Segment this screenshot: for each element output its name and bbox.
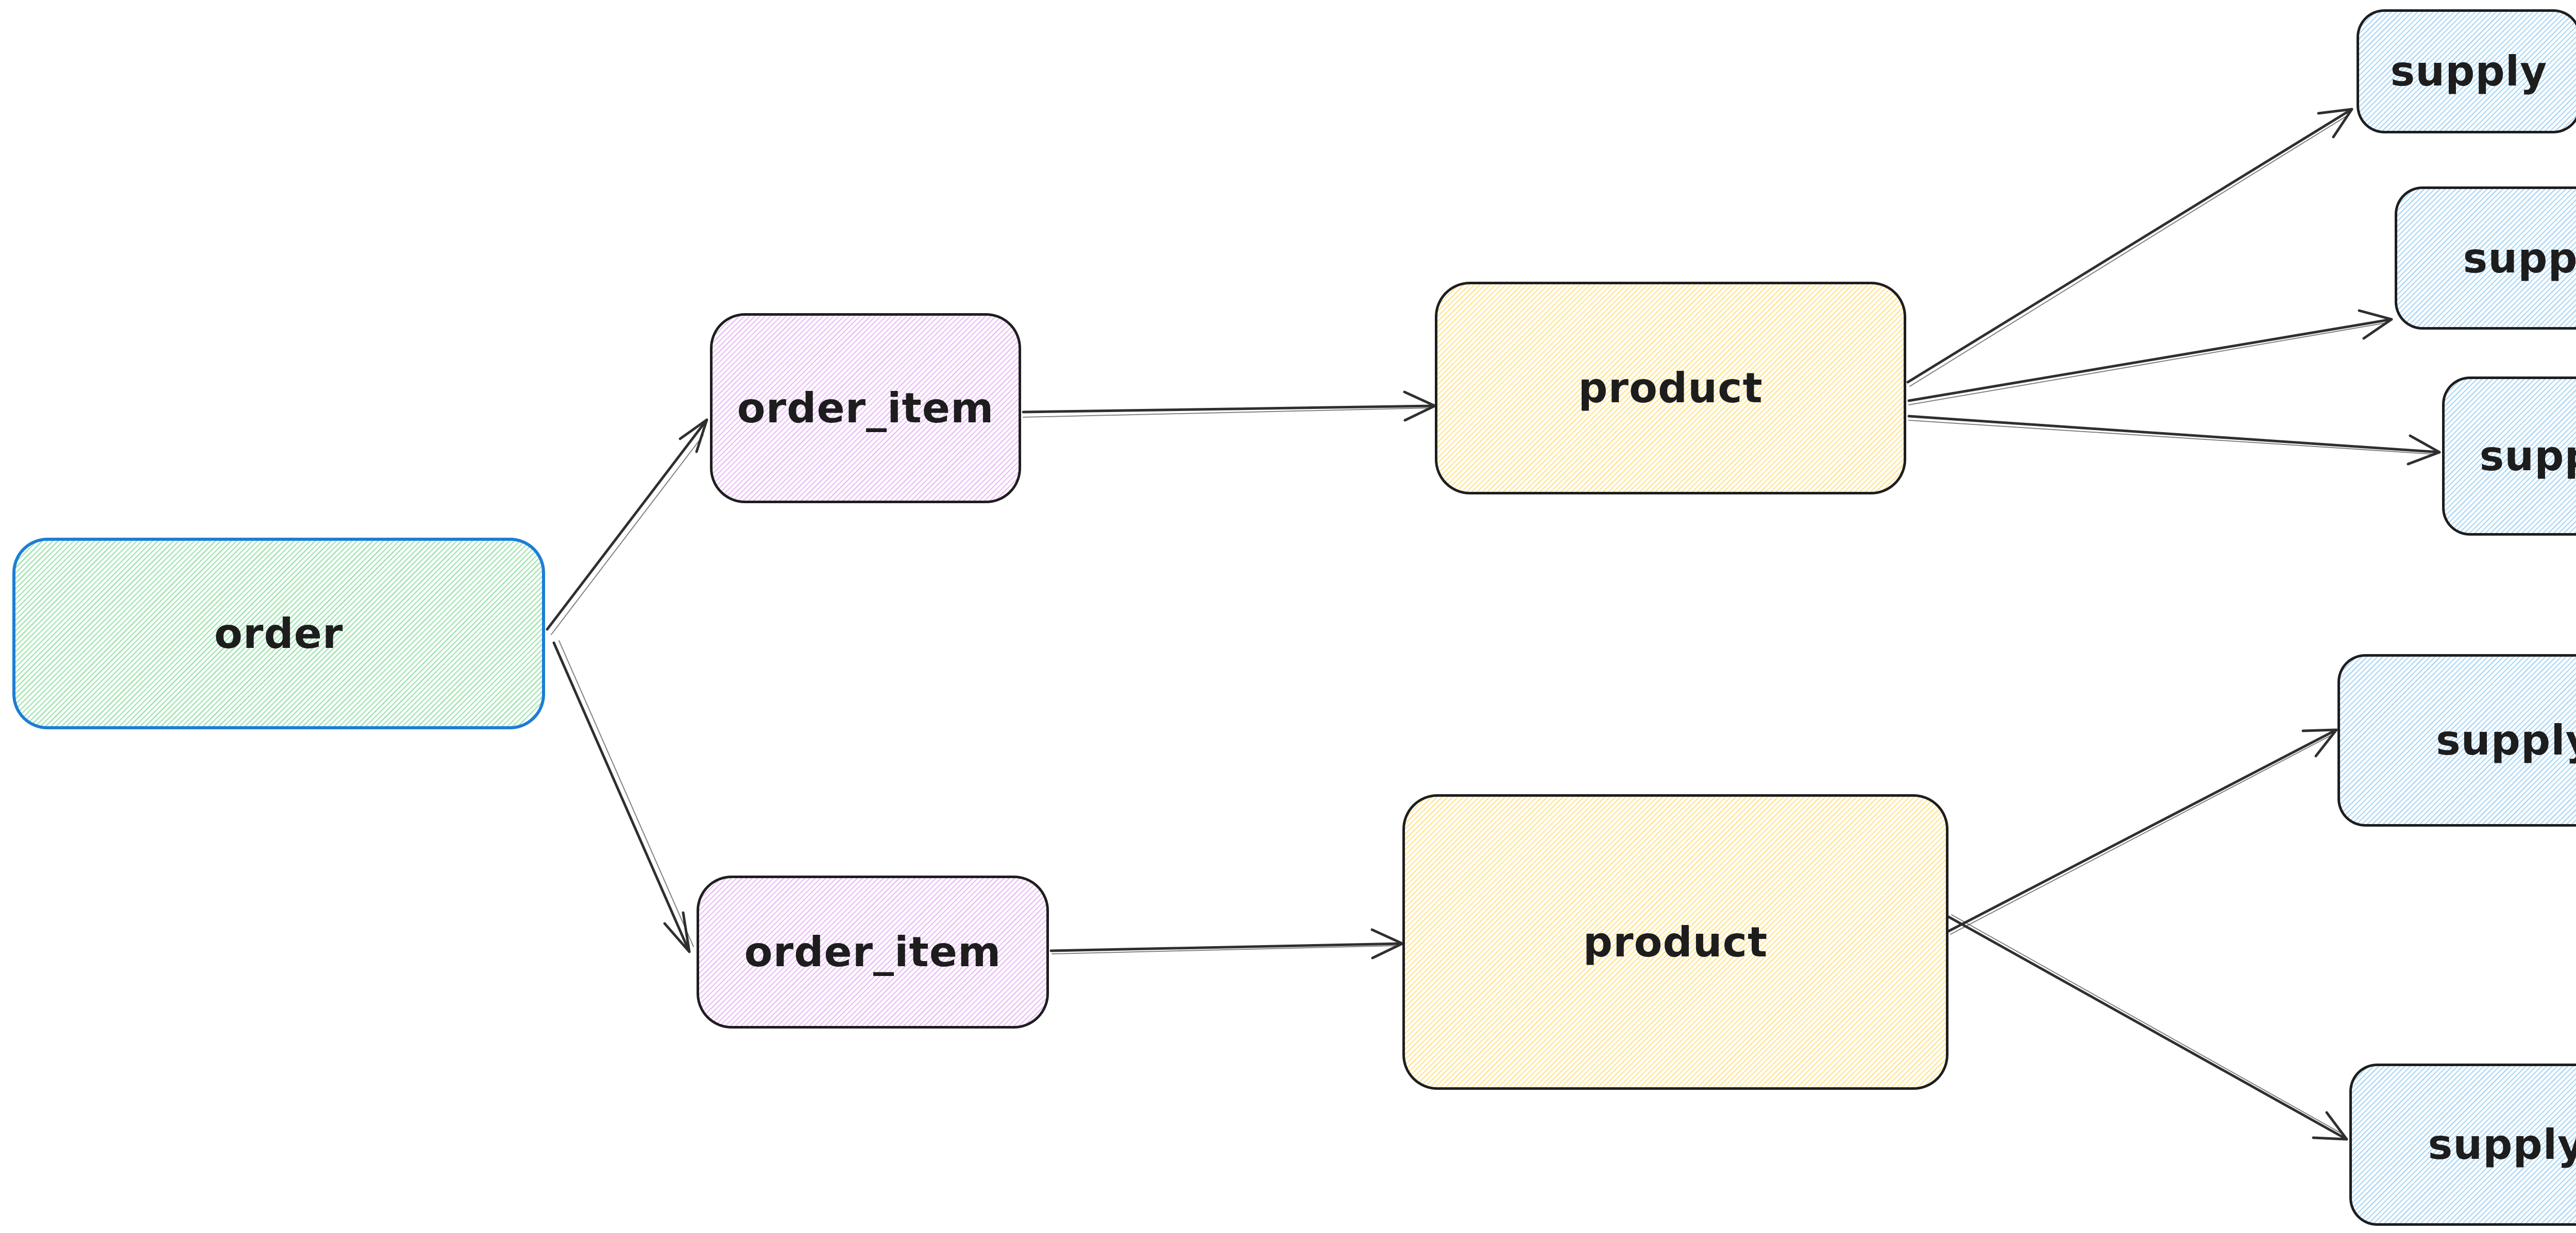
node-order[interactable]: order [12, 538, 545, 729]
node-product-bottom[interactable]: product [1402, 794, 1948, 1090]
node-supply-top-2-label: supply [2463, 234, 2576, 282]
arrow-product-top-to-supply-top-2[interactable] [1907, 309, 2393, 405]
node-product-top[interactable]: product [1435, 282, 1906, 494]
node-order-item-bottom-label: order_item [744, 928, 1002, 976]
arrow-product-bottom-to-supply-bottom-1[interactable] [1947, 728, 2338, 935]
arrow-product-bottom-to-supply-bottom-2[interactable] [1947, 914, 2348, 1141]
node-supply-top-1[interactable]: supply [2357, 9, 2576, 133]
node-supply-top-1-label: supply [2390, 47, 2548, 95]
node-supply-top-2[interactable]: supply [2395, 186, 2576, 330]
arrow-order-to-order-item-bottom[interactable] [552, 640, 694, 953]
node-order-item-top[interactable]: order_item [710, 313, 1021, 503]
node-supply-bottom-1-label: supply [2436, 716, 2576, 764]
node-product-bottom-label: product [1583, 918, 1768, 966]
arrow-order-item-top-to-product-top[interactable] [1022, 390, 1436, 422]
arrow-order-item-bottom-to-product-bottom[interactable] [1049, 928, 1404, 960]
node-order-item-bottom[interactable]: order_item [697, 876, 1049, 1029]
node-supply-bottom-2[interactable]: supply [2349, 1064, 2576, 1226]
node-supply-bottom-2-label: supply [2428, 1121, 2576, 1169]
node-product-top-label: product [1578, 364, 1763, 412]
node-supply-bottom-1[interactable]: supply [2337, 654, 2576, 827]
node-supply-top-3-label: supply [2479, 432, 2576, 480]
node-supply-top-3[interactable]: supply [2442, 376, 2576, 536]
arrow-order-to-order-item-top[interactable] [546, 418, 708, 635]
node-order-item-top-label: order_item [737, 384, 994, 432]
arrow-product-top-to-supply-top-1[interactable] [1906, 108, 2353, 387]
arrow-product-top-to-supply-top-3[interactable] [1907, 415, 2441, 466]
node-order-label: order [214, 609, 344, 658]
